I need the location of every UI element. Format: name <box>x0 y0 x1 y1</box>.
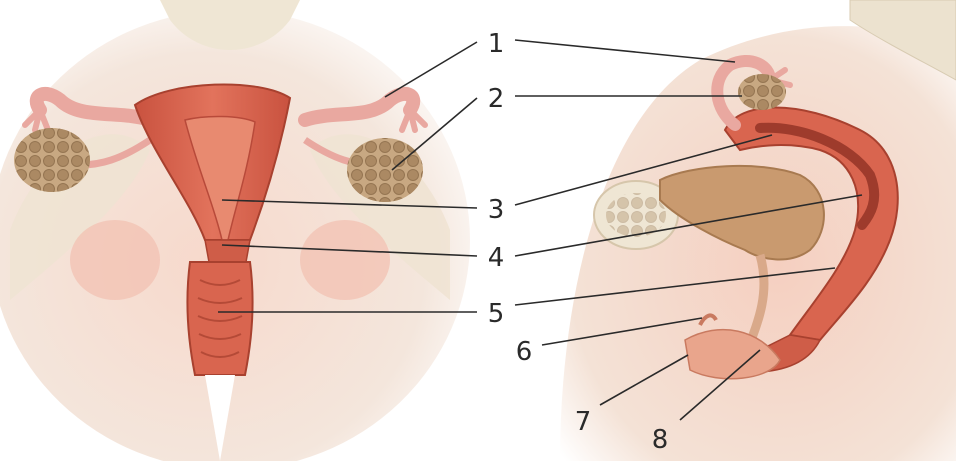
side-view <box>560 0 956 461</box>
leader-1-front <box>385 42 477 97</box>
right-obturator <box>300 220 390 300</box>
leader-1-side <box>515 40 735 62</box>
label-7: 7 <box>575 407 592 437</box>
label-3: 3 <box>488 195 505 225</box>
label-1: 1 <box>488 29 505 59</box>
cervix <box>205 240 250 262</box>
front-view <box>0 0 470 461</box>
label-2: 2 <box>488 84 505 114</box>
vagina <box>188 262 253 375</box>
label-5: 5 <box>488 299 505 329</box>
ovary-side-follicles <box>738 74 786 110</box>
right-ovary-follicles <box>347 138 423 202</box>
left-ovary-follicles <box>14 128 90 192</box>
left-obturator <box>70 220 160 300</box>
label-4: 4 <box>488 243 505 273</box>
label-8: 8 <box>652 425 669 455</box>
label-6: 6 <box>516 337 533 367</box>
